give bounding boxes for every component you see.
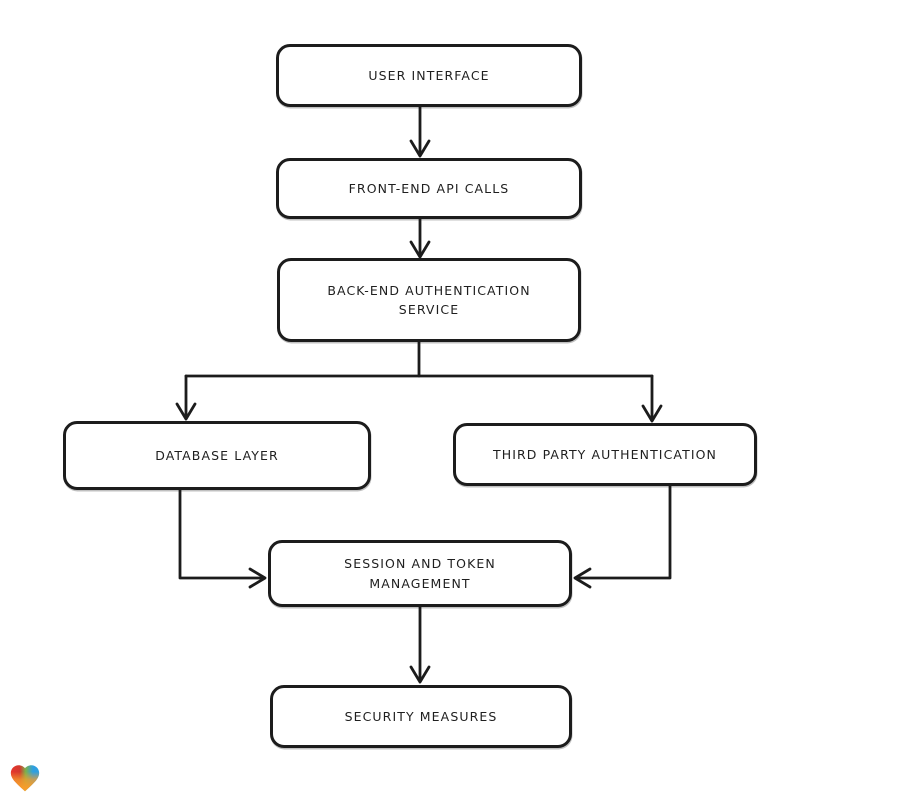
edge-ui-to-frontend [409, 105, 431, 158]
edge-backend-branch [175, 340, 663, 423]
node-user-interface: USER INTERFACE [276, 44, 582, 107]
edge-frontend-to-backend [409, 217, 431, 259]
node-session-and-token-management: SESSION AND TOKEN MANAGEMENT [268, 540, 572, 607]
node-third-party-authentication: THIRD PARTY AUTHENTICATION [453, 423, 757, 486]
node-third-party-authentication-label: THIRD PARTY AUTHENTICATION [492, 446, 718, 462]
edge-session-to-security [409, 605, 431, 684]
node-database-layer: DATABASE LAYER [63, 421, 371, 490]
node-database-layer-label: DATABASE LAYER [155, 447, 279, 463]
node-security-measures: SECURITY MEASURES [270, 685, 572, 748]
node-session-and-token-management-label: SESSION AND TOKEN MANAGEMENT [344, 556, 496, 591]
node-front-end-api-calls: FRONT-END API CALLS [276, 158, 582, 219]
node-user-interface-label: USER INTERFACE [368, 67, 490, 83]
gradient-heart-icon [10, 765, 40, 792]
node-security-measures-label: SECURITY MEASURES [344, 708, 498, 724]
node-front-end-api-calls-label: FRONT-END API CALLS [348, 180, 510, 196]
node-back-end-authentication-service-label: BACK-END AUTHENTICATION SERVICE [327, 282, 531, 317]
edge-thirdparty-to-session [573, 484, 672, 589]
edge-database-to-session [178, 488, 267, 589]
node-back-end-authentication-service: BACK-END AUTHENTICATION SERVICE [277, 258, 581, 342]
